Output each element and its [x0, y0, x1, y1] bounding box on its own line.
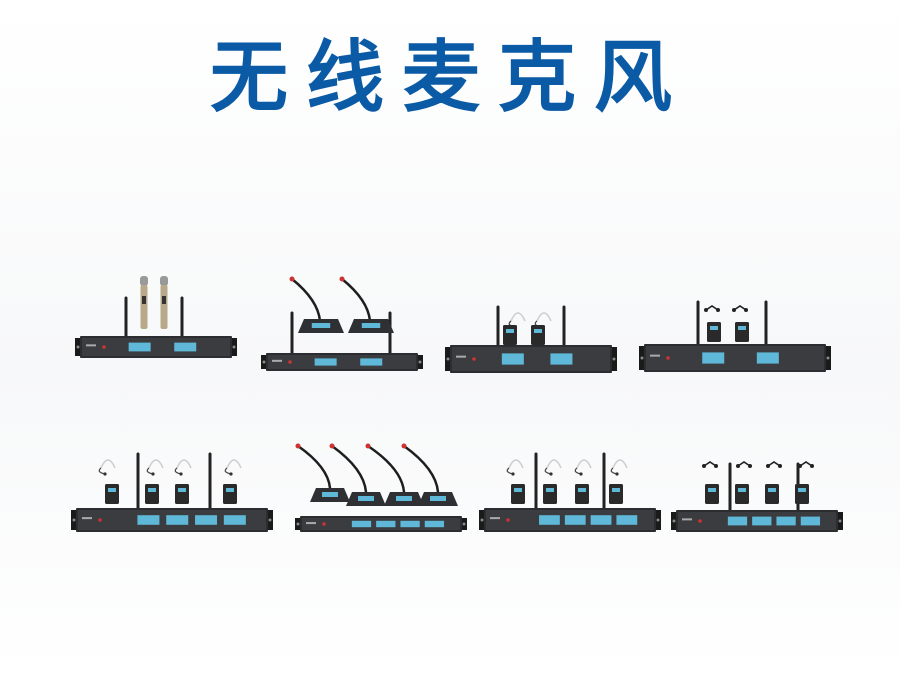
dual-gooseneck-conference-icon [261, 276, 423, 371]
product-headset-4ch-b[interactable] [479, 450, 661, 536]
page-title: 无线麦克风 [209, 33, 690, 123]
quad-gooseneck-conference-icon [295, 443, 467, 532]
dual-handheld-receiver-icon [75, 276, 237, 358]
product-lavalier-4ch[interactable] [671, 458, 843, 538]
product-handheld-2ch[interactable] [75, 268, 237, 368]
product-lavalier-2ch[interactable] [639, 300, 831, 378]
product-gooseneck-2ch[interactable] [261, 275, 423, 375]
dual-lavalier-bodypack-icon [639, 300, 831, 372]
product-headset-4ch[interactable] [71, 450, 273, 536]
quad-headset-bodypack-icon [71, 452, 273, 532]
product-gooseneck-4ch[interactable] [295, 440, 467, 536]
quad-lavalier-bodypack-icon [671, 461, 843, 532]
quad-headset-bodypack-icon-b [479, 452, 661, 532]
dual-headset-bodypack-icon [445, 305, 617, 373]
product-headset-2ch[interactable] [445, 303, 617, 378]
